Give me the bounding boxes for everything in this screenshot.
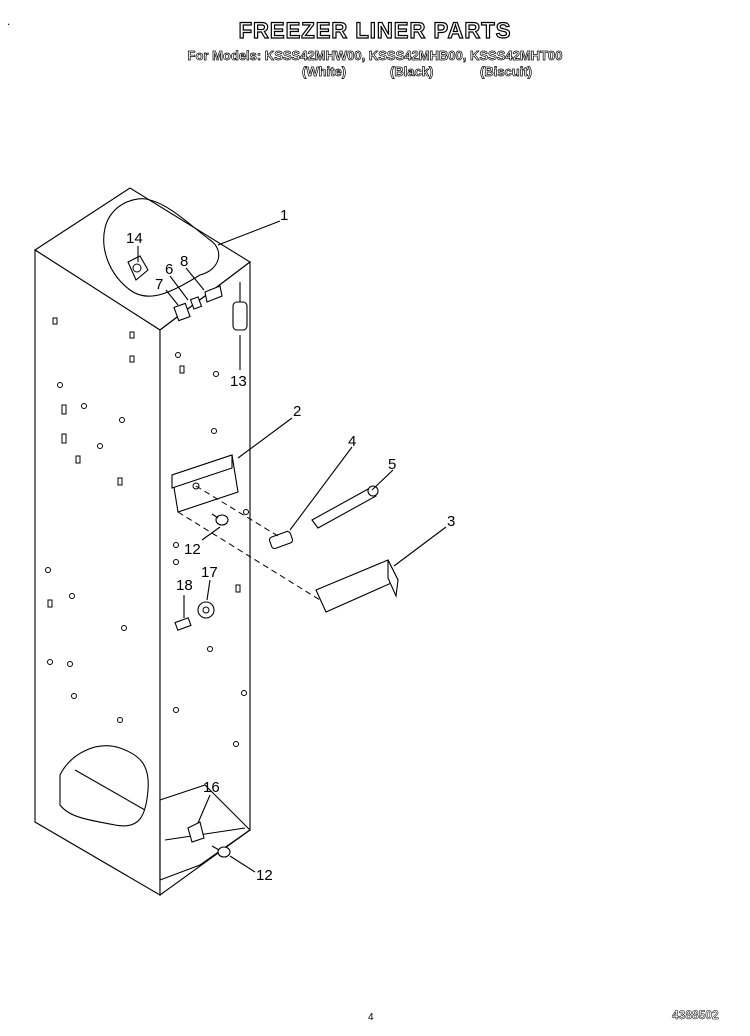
bottom-cutout bbox=[59, 745, 149, 827]
models-line: For Models: KSSS42MHW00, KSSS42MHB00, KS… bbox=[187, 48, 563, 64]
callout-17: 17 bbox=[201, 564, 218, 581]
top-cutout bbox=[103, 198, 220, 297]
variant-black: (Black) bbox=[390, 64, 434, 80]
part-4-holder bbox=[268, 530, 294, 550]
part-14-bracket bbox=[127, 255, 149, 281]
callout-14: 14 bbox=[126, 230, 143, 247]
callout-3: 3 bbox=[447, 513, 455, 530]
part-16-clip bbox=[187, 821, 205, 843]
part-12-screw-lower bbox=[211, 845, 231, 858]
part-5-tube bbox=[311, 485, 379, 529]
callout-13: 13 bbox=[230, 373, 247, 390]
liner-side-face bbox=[34, 248, 161, 896]
callout-6: 6 bbox=[165, 261, 173, 278]
callout-5: 5 bbox=[388, 456, 396, 473]
trough-edge bbox=[164, 827, 246, 841]
bottom-cutout-line bbox=[74, 769, 146, 811]
side-holes bbox=[45, 317, 135, 723]
liner-box bbox=[33, 187, 251, 897]
part-17-knob bbox=[197, 601, 215, 619]
margin-dot: . bbox=[7, 14, 11, 28]
callout-8: 8 bbox=[180, 253, 188, 270]
page-title: FREEZER LINER PARTS bbox=[238, 17, 512, 43]
callout-12-upper: 12 bbox=[184, 541, 201, 558]
callout-16: 16 bbox=[203, 779, 220, 796]
callout-18: 18 bbox=[176, 577, 193, 594]
callout-1: 1 bbox=[280, 207, 288, 224]
document-number: 4388502 bbox=[672, 1008, 719, 1023]
callout-12-lower: 12 bbox=[256, 867, 273, 884]
callout-7: 7 bbox=[155, 276, 163, 293]
front-holes bbox=[173, 352, 249, 747]
assembly-line-a bbox=[177, 511, 321, 601]
leader-lines bbox=[137, 220, 447, 873]
variant-white: (White) bbox=[302, 64, 347, 80]
assembly-line-b bbox=[195, 485, 279, 537]
parts-6-7-8 bbox=[173, 285, 223, 322]
part-2-bracket bbox=[171, 454, 239, 513]
part-13-socket bbox=[232, 282, 248, 331]
part-18-screw bbox=[174, 617, 192, 631]
variant-biscuit: (Biscuit) bbox=[480, 64, 533, 80]
page-number: 4 bbox=[368, 1012, 374, 1023]
part-3-cover bbox=[315, 559, 399, 613]
callout-2: 2 bbox=[293, 403, 301, 420]
part-12-screw-upper bbox=[211, 513, 229, 526]
callout-4: 4 bbox=[348, 433, 356, 450]
